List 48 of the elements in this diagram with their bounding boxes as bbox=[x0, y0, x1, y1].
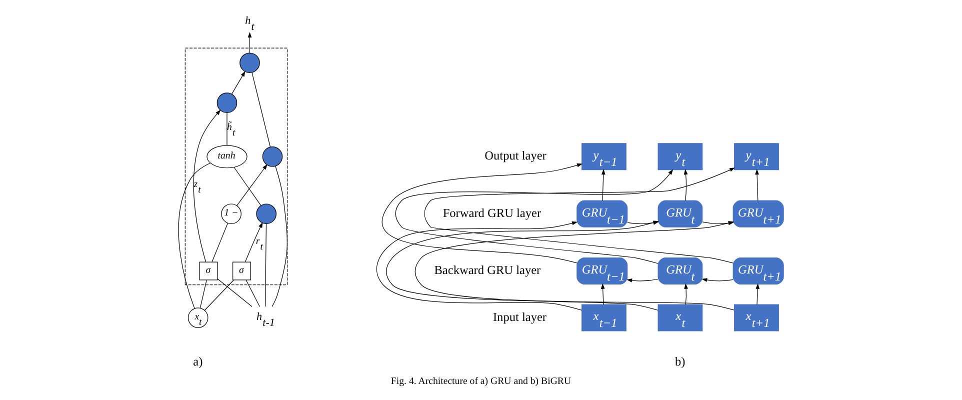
node-circle bbox=[262, 146, 283, 167]
node-circle bbox=[256, 204, 276, 224]
arrow bbox=[702, 278, 734, 282]
connector bbox=[234, 166, 262, 206]
connector bbox=[212, 222, 228, 262]
label: b) bbox=[674, 354, 686, 368]
arrow bbox=[601, 168, 606, 201]
arrow bbox=[702, 221, 734, 226]
arrow bbox=[248, 32, 252, 54]
arrow bbox=[386, 220, 659, 310]
node-circle bbox=[240, 52, 260, 73]
arrow bbox=[627, 220, 659, 225]
node-circle bbox=[216, 92, 238, 113]
arrow bbox=[626, 278, 658, 282]
connector bbox=[200, 280, 207, 308]
arrow bbox=[382, 163, 583, 264]
label: Output layer bbox=[484, 148, 546, 163]
arrow bbox=[244, 222, 263, 262]
arrow bbox=[414, 221, 734, 310]
label: a) bbox=[193, 354, 203, 368]
arrow bbox=[193, 110, 221, 262]
connector bbox=[264, 224, 267, 307]
connector bbox=[272, 166, 288, 307]
label: Forward GRU layer bbox=[442, 206, 542, 220]
arrow bbox=[395, 169, 674, 264]
connector bbox=[246, 280, 260, 307]
node-box: σ bbox=[232, 262, 251, 280]
arrow bbox=[756, 283, 760, 305]
node-circle: 1 − bbox=[221, 204, 242, 224]
arrow bbox=[684, 283, 688, 305]
node-ellipse: tanh bbox=[206, 145, 248, 168]
arrow bbox=[236, 164, 268, 206]
arrow bbox=[376, 221, 582, 310]
node-box: σ bbox=[199, 262, 218, 280]
label: Backward GRU layer bbox=[434, 263, 541, 278]
arrow bbox=[684, 168, 688, 201]
label: Input layer bbox=[492, 310, 547, 324]
arrow bbox=[231, 70, 246, 94]
connector bbox=[178, 162, 211, 309]
caption: Fig. 4. Architecture of a) GRU and b) BiGRU bbox=[390, 376, 572, 387]
arrow bbox=[424, 168, 736, 264]
arrow bbox=[600, 283, 605, 305]
connector bbox=[204, 280, 234, 311]
arrow bbox=[755, 168, 759, 201]
connector bbox=[217, 278, 252, 307]
cluster bbox=[184, 48, 288, 286]
connector bbox=[252, 72, 271, 148]
connector bbox=[226, 112, 228, 146]
